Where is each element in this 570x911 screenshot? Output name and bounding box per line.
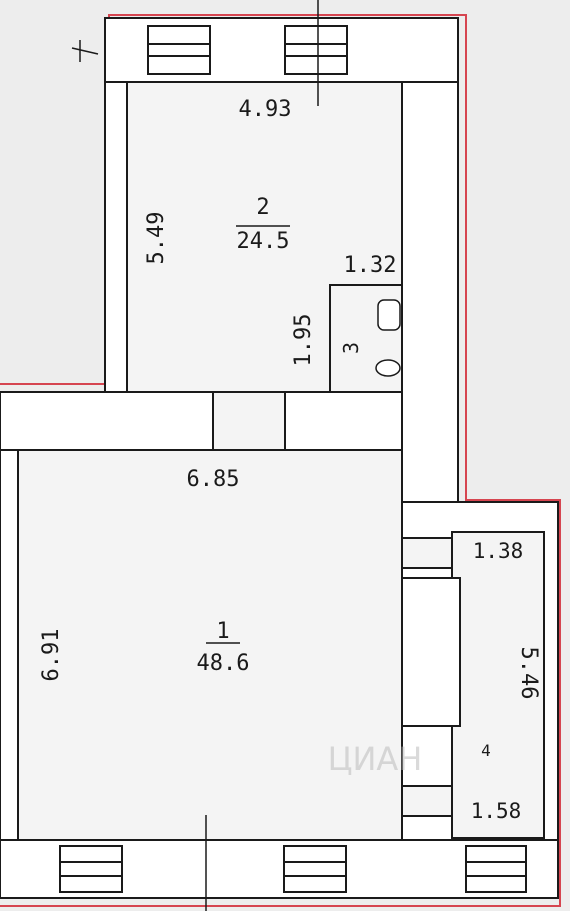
wall-room1-left xyxy=(0,449,19,841)
room1-number-label: 1 xyxy=(216,619,229,644)
room-interiors xyxy=(17,81,545,841)
room2-number-label: 2 xyxy=(256,195,269,220)
window xyxy=(147,25,211,75)
doorways xyxy=(212,391,453,817)
sink-icon xyxy=(377,299,401,331)
room4-bottom-label: 1.58 xyxy=(471,799,522,823)
windows-top xyxy=(147,25,348,75)
room2-extra-label: 1.32 xyxy=(344,253,397,278)
room1-width-label: 6.85 xyxy=(187,467,240,492)
doorway-room2-room1 xyxy=(212,391,286,451)
doorway-room1-room4-bottom xyxy=(401,785,453,817)
window xyxy=(59,845,123,893)
room4-width-label: 1.38 xyxy=(473,539,524,563)
room2-area-label: 24.5 xyxy=(237,229,290,254)
room3-height-label: 1.95 xyxy=(291,314,316,367)
window xyxy=(284,25,348,75)
room1-height-label: 6.91 xyxy=(39,629,64,682)
doorway-room1-room4-top xyxy=(401,537,453,569)
room3-number-label: 3 xyxy=(339,342,363,354)
room4-number-label: 4 xyxy=(481,741,491,760)
room2-height-label: 5.49 xyxy=(144,212,169,265)
cabinet xyxy=(401,577,461,727)
window xyxy=(283,845,347,893)
toilet-icon xyxy=(375,359,401,377)
room1-area-label: 48.6 xyxy=(197,651,250,676)
window xyxy=(465,845,527,893)
guide-lines xyxy=(71,0,319,911)
wall-middle xyxy=(0,391,403,451)
bathroom-fixtures xyxy=(375,299,401,377)
wall-room2-right xyxy=(401,81,459,503)
watermark: ЦИАН xyxy=(328,740,423,778)
windows-bottom xyxy=(59,845,527,893)
labels: 4.93 2 24.5 5.49 1.32 1.95 3 6.85 6.91 1… xyxy=(39,97,541,823)
room2-width-label: 4.93 xyxy=(239,97,292,122)
room4-height-label: 5.46 xyxy=(516,647,541,700)
wall-room2-left xyxy=(104,81,128,393)
room-1 xyxy=(17,449,403,841)
